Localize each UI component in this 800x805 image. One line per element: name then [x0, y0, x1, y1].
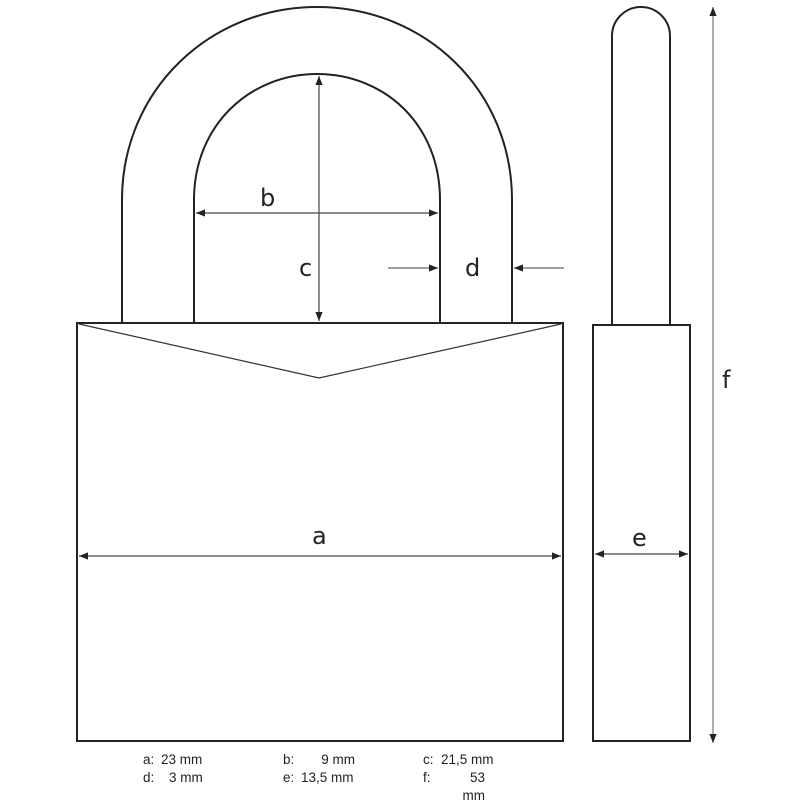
spec-value: 23 mm — [161, 752, 203, 767]
side-shackle-outline — [611, 6, 671, 325]
shackle-outer-outline — [121, 5, 513, 323]
front-view: b c d a — [76, 5, 564, 742]
spec-key: a: — [143, 752, 155, 767]
spec-value: 9 mm — [321, 752, 355, 767]
dimension-specs-table: a: 23 mm b: 9 mm c: 21,5 mm d: 3 mm e: 1… — [143, 751, 543, 805]
spec-value: 21,5 mm — [441, 752, 494, 767]
spec-d: d: 3 mm — [143, 769, 283, 805]
body-bevel-line — [78, 323, 562, 379]
side-view: e f — [592, 6, 731, 743]
spec-key: d: — [143, 770, 155, 785]
label-d: d — [465, 254, 480, 282]
spec-c: c: 21,5 mm — [423, 751, 543, 769]
specs-row-2: d: 3 mm e: 13,5 mm f: 53 mm — [143, 769, 543, 805]
lock-body-side — [592, 324, 691, 742]
spec-value: 13,5 mm — [301, 770, 354, 785]
label-e: e — [632, 524, 647, 552]
specs-row-1: a: 23 mm b: 9 mm c: 21,5 mm — [143, 751, 543, 769]
spec-key: f: — [423, 770, 431, 785]
shackle-inner-outline — [193, 72, 441, 323]
label-f: f — [722, 366, 731, 394]
spec-f: f: 53 mm — [423, 769, 543, 805]
label-c: c — [299, 254, 312, 282]
spec-e: e: 13,5 mm — [283, 769, 423, 805]
spec-key: b: — [283, 752, 295, 767]
spec-value: 3 mm — [169, 770, 203, 785]
label-a: a — [312, 522, 327, 550]
spec-key: c: — [423, 752, 434, 767]
lock-body-front — [76, 322, 564, 742]
spec-key: e: — [283, 770, 295, 785]
spec-a: a: 23 mm — [143, 751, 283, 769]
spec-b: b: 9 mm — [283, 751, 423, 769]
spec-value: 53 mm — [462, 770, 486, 803]
label-b: b — [260, 184, 275, 212]
